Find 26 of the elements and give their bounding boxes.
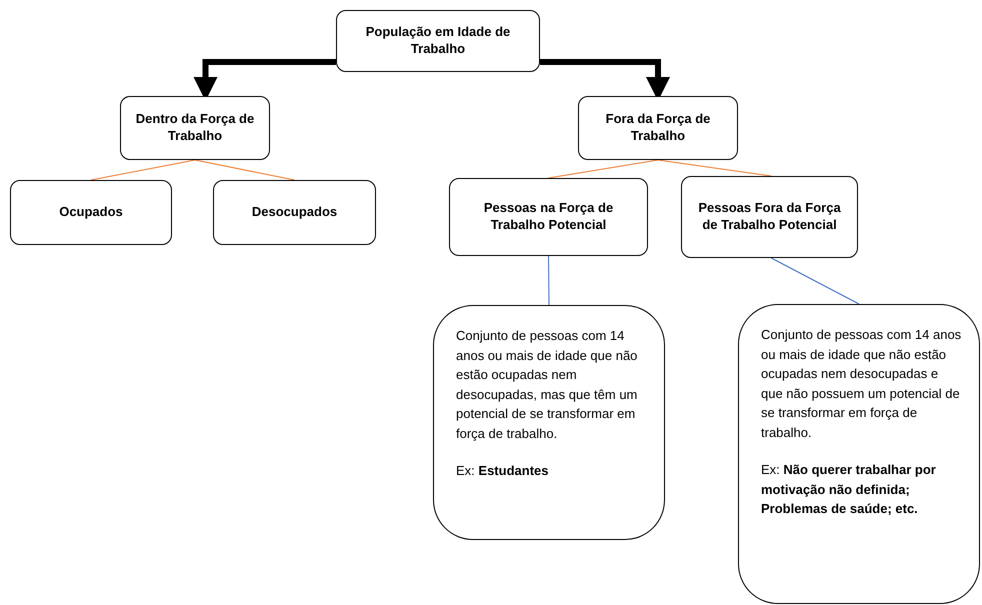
category-label: Fora da Força de Trabalho [604,111,712,145]
description-text: Conjunto de pessoas com 14 anos ou mais de idade que não estão ocupadas nem desocupadas, mas que têm um potencial de se transformar em força de trabalho. [456,327,638,443]
description-text: Ex: Não querer trabalhar por motivação não definida; Problemas de saúde; etc. [761,461,937,518]
connector-line [548,160,658,178]
category-label: Dentro da Força de Trabalho [134,111,256,145]
connector-line [548,256,550,306]
category-label: Pessoas na Força de Trabalho Potencial [482,200,614,234]
category-label: Pessoas Fora da Força de Trabalho Potencial [697,200,842,234]
description-box [738,304,980,604]
connector-line [658,160,772,176]
category-label: População em Idade de Trabalho [364,24,512,58]
connector-line [770,258,860,304]
category-box [336,10,540,72]
category-box [578,96,738,160]
category-label: Ocupados [59,204,123,221]
description-text: Conjunto de pessoas com 14 anos ou mais de idade que não estão ocupadas nem desocupadas e que não possuem um potencial de se transformar em força de trabalho. [761,326,962,442]
category-box [681,176,858,258]
category-box [449,178,648,256]
description-box [433,305,665,540]
category-box [213,180,376,245]
category-box [120,96,270,160]
connector-line [90,160,196,180]
connector-line [194,160,295,180]
category-label: Desocupados [252,204,338,221]
description-text: Ex: Estudantes [456,462,548,480]
category-box [10,180,172,245]
